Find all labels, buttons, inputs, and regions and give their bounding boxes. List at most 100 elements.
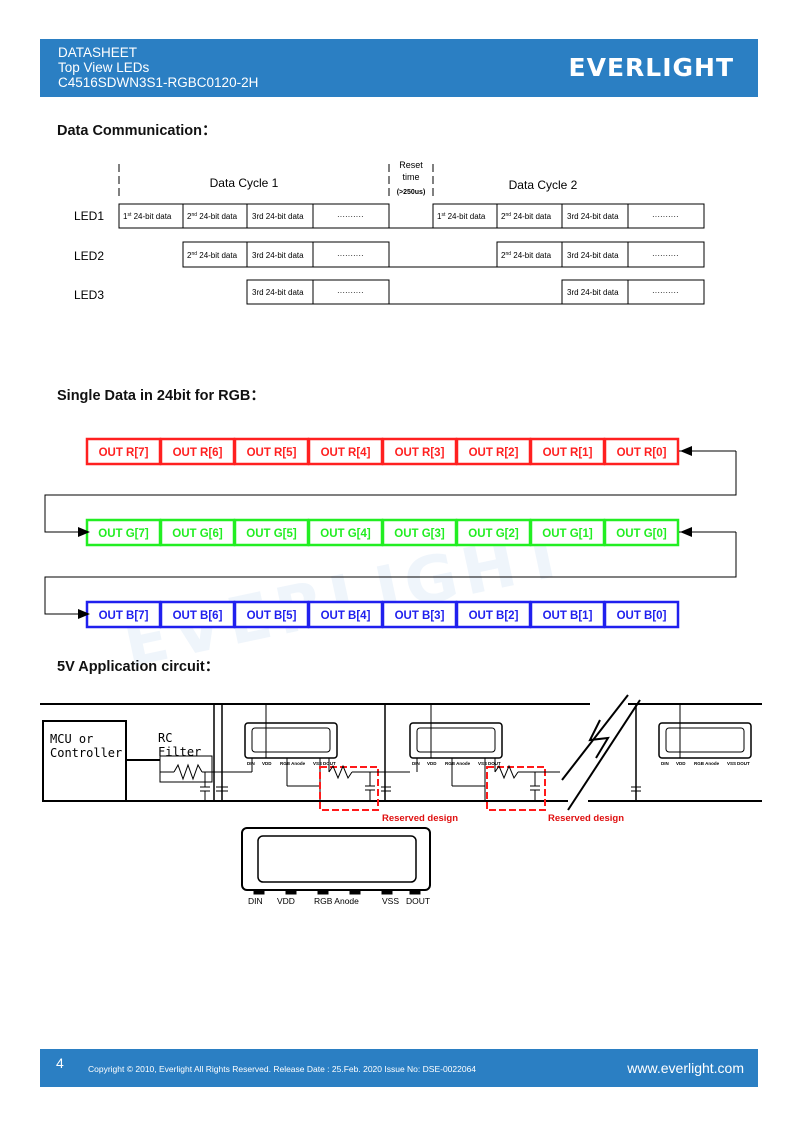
- bit-label-g-2: OUT G[2]: [468, 528, 519, 540]
- led3-pin-vdd: VDD: [676, 761, 686, 766]
- application-circuit: [40, 694, 762, 895]
- led1-pin-vdd: VDD: [262, 761, 272, 766]
- section-title-data-communication: Data Communication：: [57, 123, 217, 139]
- bit-label-g-5: OUT G[5]: [246, 528, 297, 540]
- bit-label-g-0: OUT G[0]: [616, 528, 667, 540]
- led1-c1-bit1: 1st 24-bit data: [123, 212, 172, 221]
- led3-pin-vss: VSS: [727, 761, 736, 766]
- led1-pin-dout: DOUT: [323, 761, 336, 766]
- led1-package: [244, 722, 338, 759]
- led1-pin-rgb: RGB Anode: [280, 761, 306, 766]
- bit-label-b-4: OUT B[4]: [321, 610, 371, 622]
- cycle1-label: Data Cycle 1: [210, 176, 279, 190]
- bit-cell-b-4: [307, 600, 384, 629]
- arrow-into-b7: [78, 609, 90, 619]
- bit-cell-b-5: [233, 600, 310, 629]
- bit-label-r-7: OUT R[7]: [99, 447, 149, 459]
- reserved-label-1: Reserved design: [382, 813, 458, 824]
- cycle2-label: Data Cycle 2: [509, 178, 578, 192]
- bit-label-b-3: OUT B[3]: [395, 610, 445, 622]
- bit-label-b-6: OUT B[6]: [173, 610, 223, 622]
- copyright-text: Copyright © 2010, Everlight All Rights R…: [88, 1064, 477, 1074]
- website-link[interactable]: www.everlight.com: [627, 1060, 744, 1076]
- rc-label-2: Filter: [158, 745, 201, 759]
- mcu-label-1: MCU or: [50, 732, 93, 746]
- reserved-label-2: Reserved design: [548, 813, 624, 824]
- bit-label-b-7: OUT B[7]: [99, 610, 149, 622]
- bit-cell-g-6: [159, 518, 236, 547]
- bit-label-r-2: OUT R[2]: [469, 447, 519, 459]
- led2-pin-rgb: RGB Anode: [445, 761, 471, 766]
- arrow-into-g7: [78, 527, 90, 537]
- led1-c1-bit2: 2nd 24-bit data: [187, 212, 238, 221]
- led2-c1-dots: ··········: [337, 251, 364, 260]
- page-header: DATASHEET Top View LEDs C4516SDWN3S1-RGB…: [40, 39, 758, 97]
- bit-label-r-6: OUT R[6]: [173, 447, 223, 459]
- bit-label-g-3: OUT G[3]: [394, 528, 445, 540]
- bit-label-g-7: OUT G[7]: [98, 528, 149, 540]
- bit-label-r-4: OUT R[4]: [321, 447, 371, 459]
- reserved-resistor-1: [328, 764, 353, 780]
- bit-cell-g-1: [529, 518, 606, 547]
- led3-pin-dout: DOUT: [737, 761, 750, 766]
- bit-cell-g-2: [455, 518, 532, 547]
- large-pin-rgb-anode: RGB Anode: [314, 896, 359, 906]
- led1-window: [251, 727, 331, 753]
- rc-resistor: [173, 763, 203, 781]
- header-text: DATASHEET Top View LEDs C4516SDWN3S1-RGB…: [58, 45, 258, 90]
- bit-label-b-0: OUT B[0]: [617, 610, 667, 622]
- row-label-led3: LED3: [74, 288, 104, 302]
- break-mark-2: [567, 699, 641, 811]
- bit-cell-g-5: [233, 518, 310, 547]
- rc-label-1: RC: [158, 731, 172, 745]
- connector-r-to-g: [44, 451, 737, 533]
- led3-window: [665, 727, 745, 753]
- bit-cell-b-3: [381, 600, 458, 629]
- led3-pin-din: DIN: [661, 761, 669, 766]
- led2-c1-bit2: 2nd 24-bit data: [187, 251, 238, 260]
- large-led-window: [257, 835, 417, 883]
- part-number: C4516SDWN3S1-RGBC0120-2H: [58, 75, 259, 90]
- led2-pin-din: DIN: [412, 761, 420, 766]
- timing-diagram: Data Cycle 1 Data Cycle 2 Reset time (>2…: [74, 160, 705, 305]
- led2-pin-dout: DOUT: [488, 761, 501, 766]
- led1-c1-bit3: 3rd 24-bit data: [252, 212, 304, 221]
- bit-chain-diagram: OUT R[7]OUT R[6]OUT R[5]OUT R[4]OUT R[3]…: [85, 437, 680, 629]
- led3-c1-dots: ··········: [337, 288, 364, 297]
- reserved-box-2: [486, 766, 546, 811]
- large-pin-vss: VSS: [382, 896, 399, 906]
- brand-logo: EVERLIGHT: [568, 53, 734, 82]
- led2-package: [409, 722, 503, 759]
- led3-c2-dots: ··········: [652, 288, 679, 297]
- bit-label-g-4: OUT G[4]: [320, 528, 371, 540]
- led3-pin-rgb: RGB Anode: [694, 761, 720, 766]
- large-pin-din: DIN: [248, 896, 263, 906]
- row-label-led2: LED2: [74, 249, 104, 263]
- led2-c2-dots: ··········: [652, 251, 679, 260]
- section-title-single-data: Single Data in 24bit for RGB：: [57, 388, 265, 404]
- lightning-break: [588, 719, 610, 759]
- bit-cell-r-1: [529, 437, 606, 466]
- led2-pin-vdd: VDD: [427, 761, 437, 766]
- product-family: Top View LEDs: [58, 60, 150, 75]
- led1-timing-row: [118, 203, 705, 229]
- reset-label-2: time: [402, 172, 419, 182]
- bit-cell-g-4: [307, 518, 384, 547]
- large-pin-dout: DOUT: [406, 896, 430, 906]
- bit-label-g-6: OUT G[6]: [172, 528, 223, 540]
- row-label-led1: LED1: [74, 209, 104, 223]
- bit-label-b-2: OUT B[2]: [469, 610, 519, 622]
- bit-label-g-1: OUT G[1]: [542, 528, 593, 540]
- led2-c1-bit3: 3rd 24-bit data: [252, 251, 304, 260]
- led1-c2-dots: ··········: [652, 212, 679, 221]
- arrow-into-g0: [680, 527, 692, 537]
- page-footer: 4 Copyright © 2010, Everlight All Rights…: [40, 1049, 758, 1087]
- led2-pin-vss: VSS: [478, 761, 487, 766]
- bit-cell-g-0: [603, 518, 680, 547]
- section-title-application-circuit: 5V Application circuit：: [57, 659, 220, 675]
- reserved-resistor-2: [494, 764, 519, 780]
- led1-c2-bit1: 1st 24-bit data: [437, 212, 486, 221]
- connector-g-to-b: [44, 532, 737, 615]
- rc-filter-box: [159, 755, 213, 783]
